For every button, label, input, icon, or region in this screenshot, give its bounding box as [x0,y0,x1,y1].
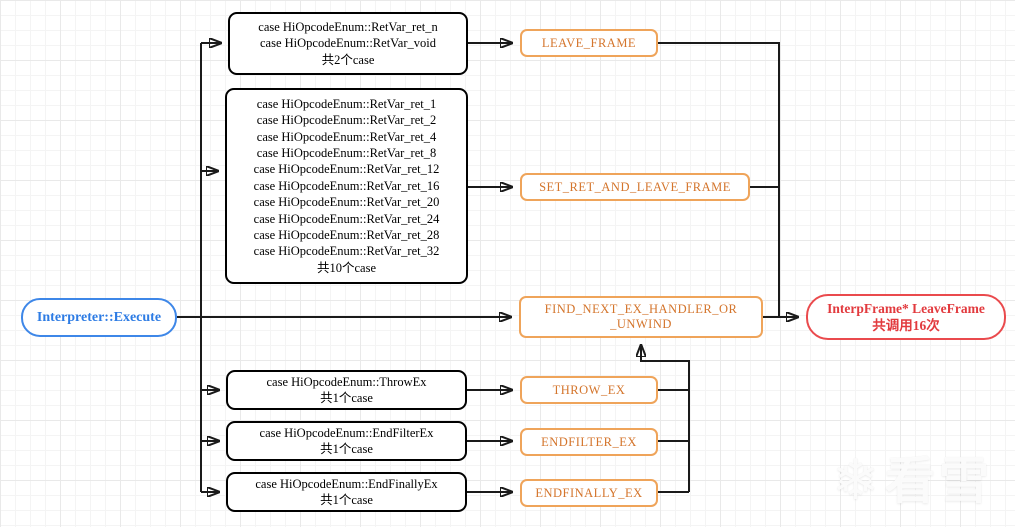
edge-exc-trunk-up [641,346,690,492]
case-count: 共10个case [316,260,376,275]
case-line: case HiOpcodeEnum::EndFinallyEx [255,476,438,491]
case-count: 共1个case [320,493,373,507]
case-count: 共1个case [320,442,373,456]
node-label: LEAVE_FRAME [541,35,637,50]
node-retvar-few[interactable]: case HiOpcodeEnum::RetVar_ret_n case HiO… [228,12,468,75]
case-line: case HiOpcodeEnum::RetVar_ret_12 [253,162,440,177]
node-label: SET_RET_AND_LEAVE_FRAME [539,179,731,194]
node-label: ENDFINALLY_EX [535,485,643,500]
node-label-line: InterpFrame* LeaveFrame [827,301,985,316]
node-label-line: FIND_NEXT_EX_HANDLER_OR [544,302,738,316]
case-line: case HiOpcodeEnum::RetVar_ret_24 [253,211,440,226]
case-line: case HiOpcodeEnum::RetVar_ret_28 [253,228,440,243]
case-line: case HiOpcodeEnum::EndFilterEx [259,425,434,440]
node-label: Interpreter::Execute [36,309,162,325]
node-find-next-ex-handler[interactable]: FIND_NEXT_EX_HANDLER_OR _UNWIND [519,296,763,338]
edge-right-trunk [658,42,780,317]
node-interpreter-execute[interactable]: Interpreter::Execute [21,298,177,337]
node-set-ret-and-leave-frame[interactable]: SET_RET_AND_LEAVE_FRAME [520,173,750,201]
node-interpframe-leaveframe[interactable]: InterpFrame* LeaveFrame 共调用16次 [806,294,1006,340]
case-line: case HiOpcodeEnum::RetVar_ret_8 [256,145,437,160]
case-line: case HiOpcodeEnum::RetVar_ret_1 [256,96,437,111]
node-label-line: 共调用16次 [872,318,940,333]
case-line: case HiOpcodeEnum::RetVar_ret_16 [253,178,440,193]
case-line: case HiOpcodeEnum::RetVar_ret_n [258,19,438,34]
case-count: 共2个case [321,52,375,67]
case-line: case HiOpcodeEnum::RetVar_ret_2 [256,113,437,128]
case-line: case HiOpcodeEnum::RetVar_void [260,36,436,51]
node-label: ENDFILTER_EX [541,434,637,449]
case-line: case HiOpcodeEnum::RetVar_ret_32 [253,244,440,259]
node-throw-case[interactable]: case HiOpcodeEnum::ThrowEx 共1个case [226,370,467,410]
node-retvar-many[interactable]: case HiOpcodeEnum::RetVar_ret_1 case HiO… [225,88,468,284]
case-count: 共1个case [320,391,373,405]
node-endfilter-case[interactable]: case HiOpcodeEnum::EndFilterEx 共1个case [226,421,467,461]
node-endfinally-ex[interactable]: ENDFINALLY_EX [520,479,658,507]
node-endfilter-ex[interactable]: ENDFILTER_EX [520,428,658,456]
node-endfinally-case[interactable]: case HiOpcodeEnum::EndFinallyEx 共1个case [226,472,467,512]
case-line: case HiOpcodeEnum::ThrowEx [266,374,427,389]
node-label-line: _UNWIND [610,317,672,331]
case-line: case HiOpcodeEnum::RetVar_ret_20 [253,195,440,210]
node-throw-ex[interactable]: THROW_EX [520,376,658,404]
node-label: THROW_EX [552,382,626,397]
case-line: case HiOpcodeEnum::RetVar_ret_4 [256,129,437,144]
node-leave-frame[interactable]: LEAVE_FRAME [520,29,658,57]
